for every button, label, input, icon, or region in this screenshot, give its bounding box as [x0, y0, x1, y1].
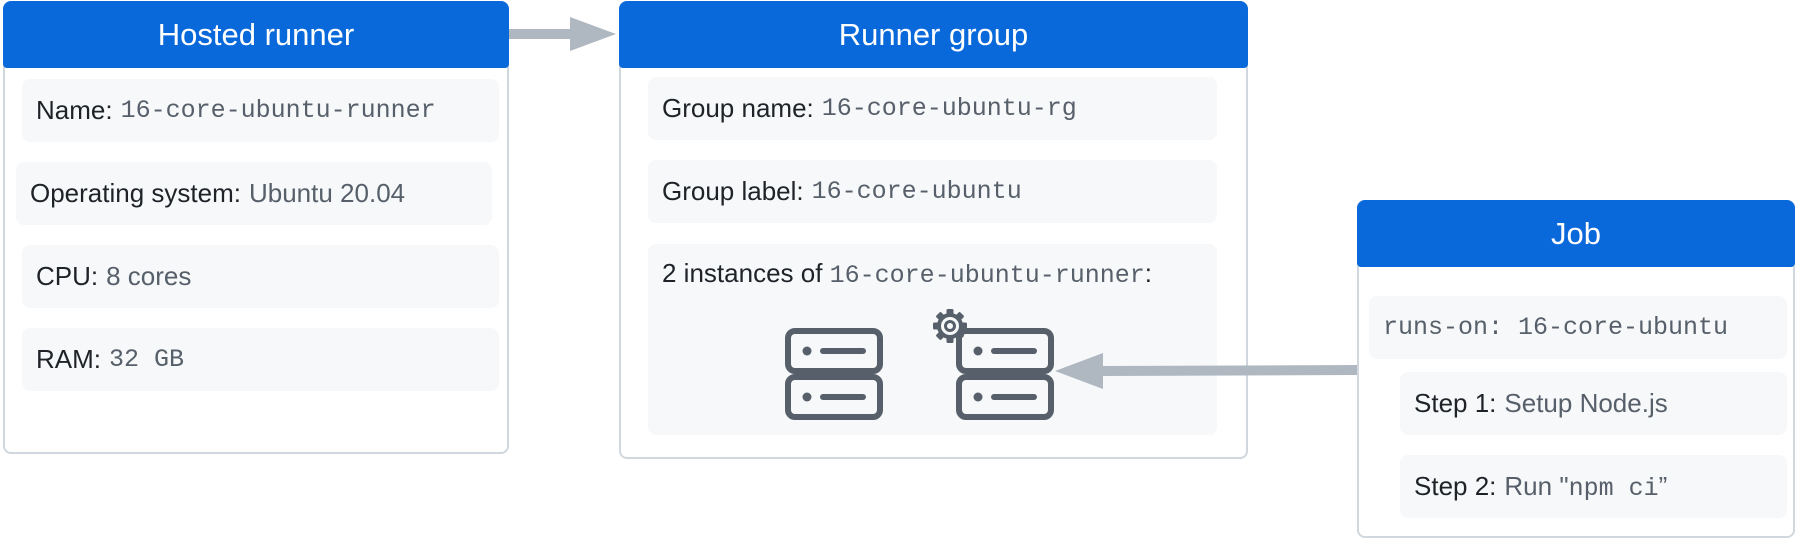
group-label-row: Group label: 16-core-ubuntu [648, 160, 1217, 223]
group-name-value: 16-core-ubuntu-rg [821, 94, 1077, 123]
runs-on-row: runs-on: 16-core-ubuntu [1369, 296, 1787, 359]
step-2-value: Run "npm ci” [1504, 471, 1667, 503]
job-card: Job runs-on: 16-core-ubuntu Step 1: Setu… [1357, 200, 1795, 538]
cpu-label: CPU: [36, 261, 99, 291]
runner-group-title: Runner group [619, 1, 1248, 68]
server-icon [956, 328, 1054, 420]
server-icon [785, 328, 883, 420]
instances-panel: 2 instances of 16-core-ubuntu-runner: [648, 244, 1217, 435]
group-label-label: Group label: [662, 176, 804, 206]
instances-suffix: : [1144, 258, 1152, 288]
operating-system-value: Ubuntu 20.04 [248, 178, 406, 208]
instances-caption: 2 instances of 16-core-ubuntu-runner: [662, 258, 1152, 290]
step-2-prefix: Run " [1504, 470, 1569, 501]
hosted-runner-card: Hosted runner Name: 16-core-ubuntu-runne… [3, 1, 509, 454]
runner-group-card: Runner group Group name: 16-core-ubuntu-… [619, 1, 1248, 459]
arrow-job-to-server [1055, 353, 1358, 389]
group-name-label: Group name: [662, 93, 814, 123]
job-title: Job [1357, 200, 1795, 267]
instances-prefix: 2 instances of [662, 258, 823, 288]
step-2-label: Step 2: [1414, 471, 1497, 501]
ram-row: RAM: 32 GB [22, 328, 499, 391]
step-2-command: npm ci [1568, 473, 1659, 503]
step-2-suffix: ” [1658, 470, 1668, 501]
hosted-runner-title: Hosted runner [3, 1, 509, 68]
arrow-hosted-to-group [509, 17, 616, 51]
cpu-row: CPU: 8 cores [22, 245, 499, 308]
runner-name-label: Name: [36, 95, 113, 125]
gear-icon [933, 309, 967, 343]
runner-name-row: Name: 16-core-ubuntu-runner [22, 79, 499, 142]
step-1-row: Step 1: Setup Node.js [1400, 372, 1787, 435]
cpu-value: 8 cores [106, 261, 192, 291]
ram-label: RAM: [36, 344, 101, 374]
operating-system-label: Operating system: [30, 178, 241, 208]
step-1-label: Step 1: [1414, 388, 1497, 418]
runs-on-value: runs-on: 16-core-ubuntu [1383, 313, 1729, 342]
runner-name-value: 16-core-ubuntu-runner [120, 96, 436, 125]
group-label-value: 16-core-ubuntu [811, 177, 1022, 206]
ram-value: 32 GB [109, 345, 185, 374]
group-name-row: Group name: 16-core-ubuntu-rg [648, 77, 1217, 140]
step-1-value: Setup Node.js [1504, 388, 1668, 418]
instances-runner-name: 16-core-ubuntu-runner [829, 261, 1145, 290]
step-2-row: Step 2: Run "npm ci” [1400, 455, 1787, 518]
operating-system-row: Operating system: Ubuntu 20.04 [16, 162, 492, 225]
